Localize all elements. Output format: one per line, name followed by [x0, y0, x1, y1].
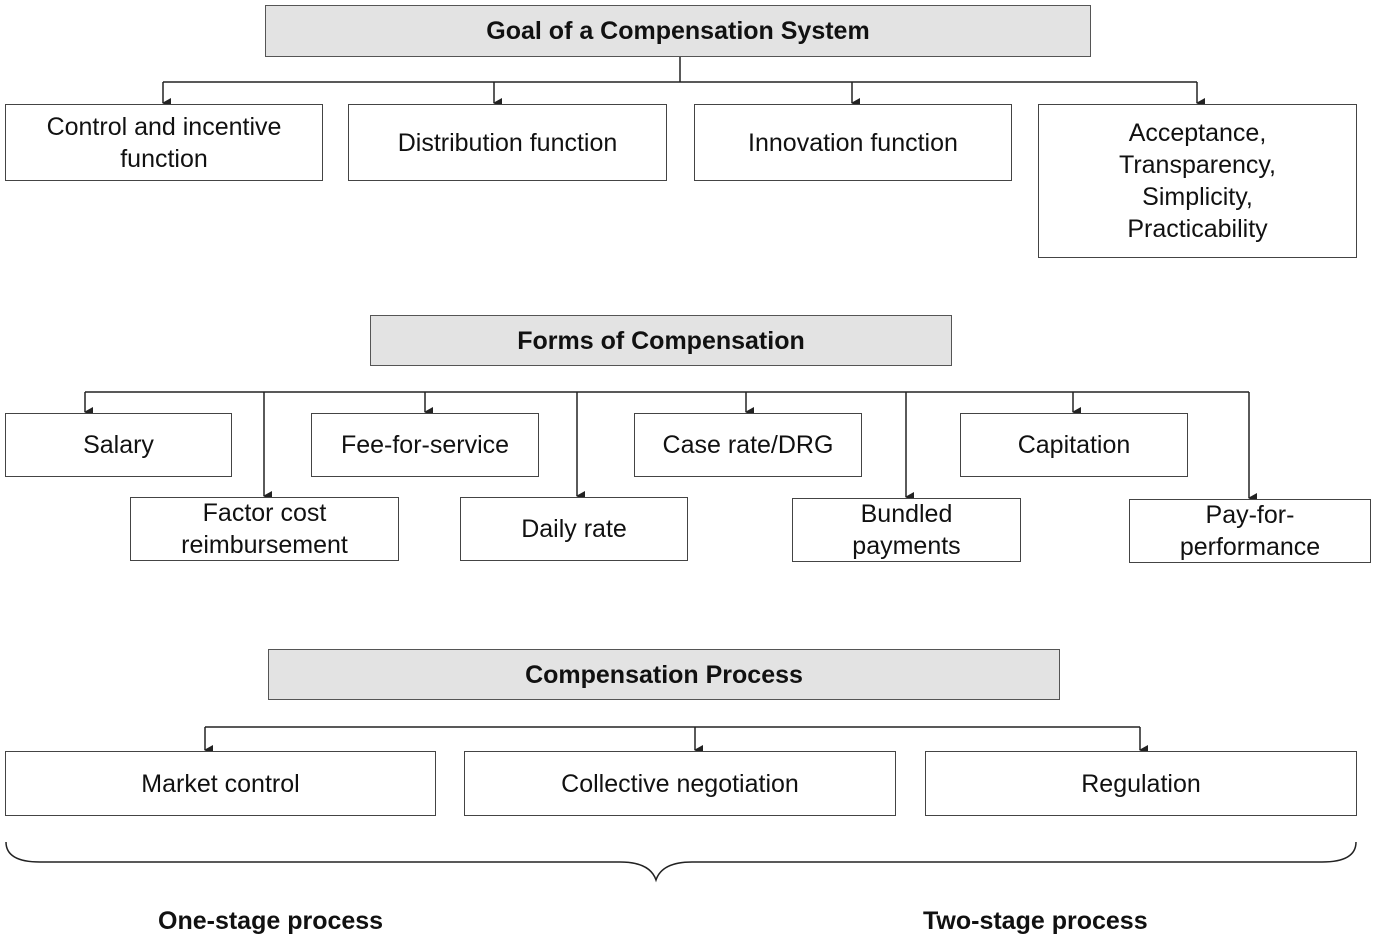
process-heading: Compensation Process [268, 649, 1060, 700]
goal-item-innovation: Innovation function [694, 104, 1012, 181]
forms-connectors [84, 391, 1257, 503]
goal-item-acceptance: Acceptance, Transparency, Simplicity, Pr… [1038, 104, 1357, 258]
one-stage-label: One-stage process [158, 907, 384, 935]
form-item-capitation: Capitation [960, 413, 1188, 477]
form-item-daily-rate: Daily rate [460, 497, 688, 561]
process-brace [5, 841, 1357, 883]
goal-connectors [162, 57, 1205, 108]
form-item-case-rate-drg: Case rate/DRG [634, 413, 862, 477]
form-item-bundled-payments: Bundled payments [792, 498, 1021, 562]
form-item-salary: Salary [5, 413, 232, 477]
form-item-fee-for-service: Fee-for-service [311, 413, 539, 477]
process-connectors [204, 726, 1148, 755]
process-item-market-control: Market control [5, 751, 436, 816]
process-item-collective-negotiation: Collective negotiation [464, 751, 896, 816]
form-item-factor-cost: Factor cost reimbursement [130, 497, 399, 561]
form-item-pay-for-performance: Pay-for- performance [1129, 499, 1371, 563]
forms-heading: Forms of Compensation [370, 315, 952, 366]
goal-item-control-incentive: Control and incentive function [5, 104, 323, 181]
goal-item-distribution: Distribution function [348, 104, 667, 181]
goal-heading: Goal of a Compensation System [265, 5, 1091, 57]
two-stage-label: Two-stage process [923, 907, 1148, 935]
process-item-regulation: Regulation [925, 751, 1357, 816]
